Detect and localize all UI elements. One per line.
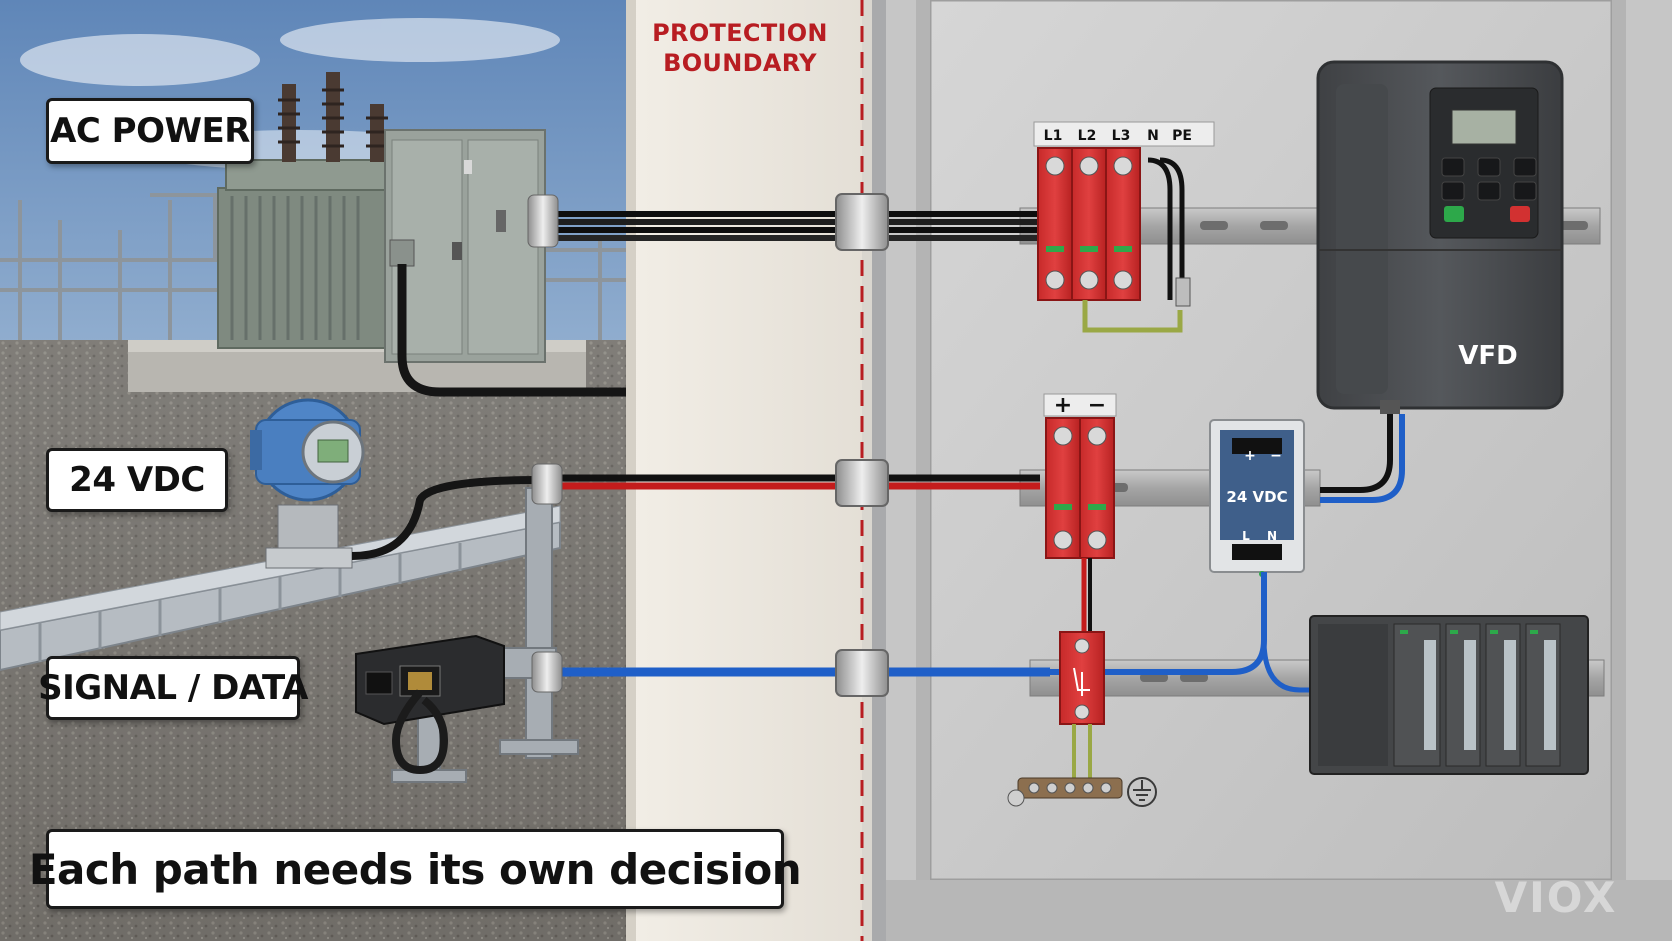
ac-terminal-label-4: PE bbox=[1172, 128, 1192, 144]
psu-in-l: L bbox=[1242, 529, 1250, 543]
plc-rack bbox=[1309, 615, 1589, 775]
boundary-title-line1: PROTECTION bbox=[652, 19, 828, 47]
post-glands bbox=[527, 194, 563, 693]
vfd-drive bbox=[1316, 60, 1564, 414]
psu-rating-label: 24 VDC bbox=[1226, 488, 1287, 506]
dc-terminal-label-1: − bbox=[1088, 393, 1106, 418]
ac-surge-protector bbox=[1033, 121, 1215, 301]
ac-cable-bundle bbox=[540, 211, 1040, 241]
wall-section bbox=[626, 0, 862, 941]
ac-power-label: AC POWER bbox=[46, 98, 254, 164]
protection-boundary-title: PROTECTION BOUNDARY bbox=[640, 18, 840, 78]
switchgear-cabinet bbox=[384, 129, 546, 363]
vfd-label: VFD bbox=[1458, 341, 1517, 371]
dc-terminal-labels: +− bbox=[1054, 393, 1106, 418]
ac-terminal-label-2: L3 bbox=[1112, 128, 1131, 144]
earth-bar bbox=[1007, 777, 1123, 807]
network-surge-box bbox=[355, 634, 505, 775]
transformer-cable bbox=[397, 264, 626, 397]
signal-data-label: SIGNAL / DATA bbox=[38, 656, 308, 720]
dc-surge-protector bbox=[1043, 393, 1117, 559]
power-supply-unit bbox=[1209, 419, 1305, 577]
ac-terminal-label-0: L1 bbox=[1044, 128, 1063, 144]
ac-terminal-labels: L1 L2 L3 N PE bbox=[1044, 128, 1192, 144]
ac-terminal-label-3: N bbox=[1147, 128, 1159, 144]
ac-terminal-label-1: L2 bbox=[1078, 128, 1097, 144]
caption: Each path needs its own decision bbox=[29, 829, 802, 909]
transformer bbox=[217, 72, 391, 349]
boundary-title-line2: BOUNDARY bbox=[663, 49, 817, 77]
psu-labels: +− 24 VDC L N bbox=[1226, 448, 1287, 543]
dc-24v-label: 24 VDC bbox=[46, 448, 228, 512]
signal-surge-protector bbox=[1059, 631, 1105, 725]
pressure-transmitter bbox=[250, 398, 365, 569]
psu-out-plus: + bbox=[1244, 448, 1256, 464]
psu-out-minus: − bbox=[1270, 448, 1282, 464]
wall-glands bbox=[835, 193, 889, 697]
transmitter-cable bbox=[351, 476, 541, 560]
dc-terminal-label-0: + bbox=[1054, 393, 1072, 418]
watermark-logo: VIOX bbox=[1495, 873, 1618, 922]
earth-symbol-icon bbox=[1127, 777, 1157, 807]
dc-cable-pair bbox=[540, 474, 1040, 490]
ac-earth-wire bbox=[1082, 300, 1183, 333]
psu-in-n: N bbox=[1267, 529, 1277, 543]
